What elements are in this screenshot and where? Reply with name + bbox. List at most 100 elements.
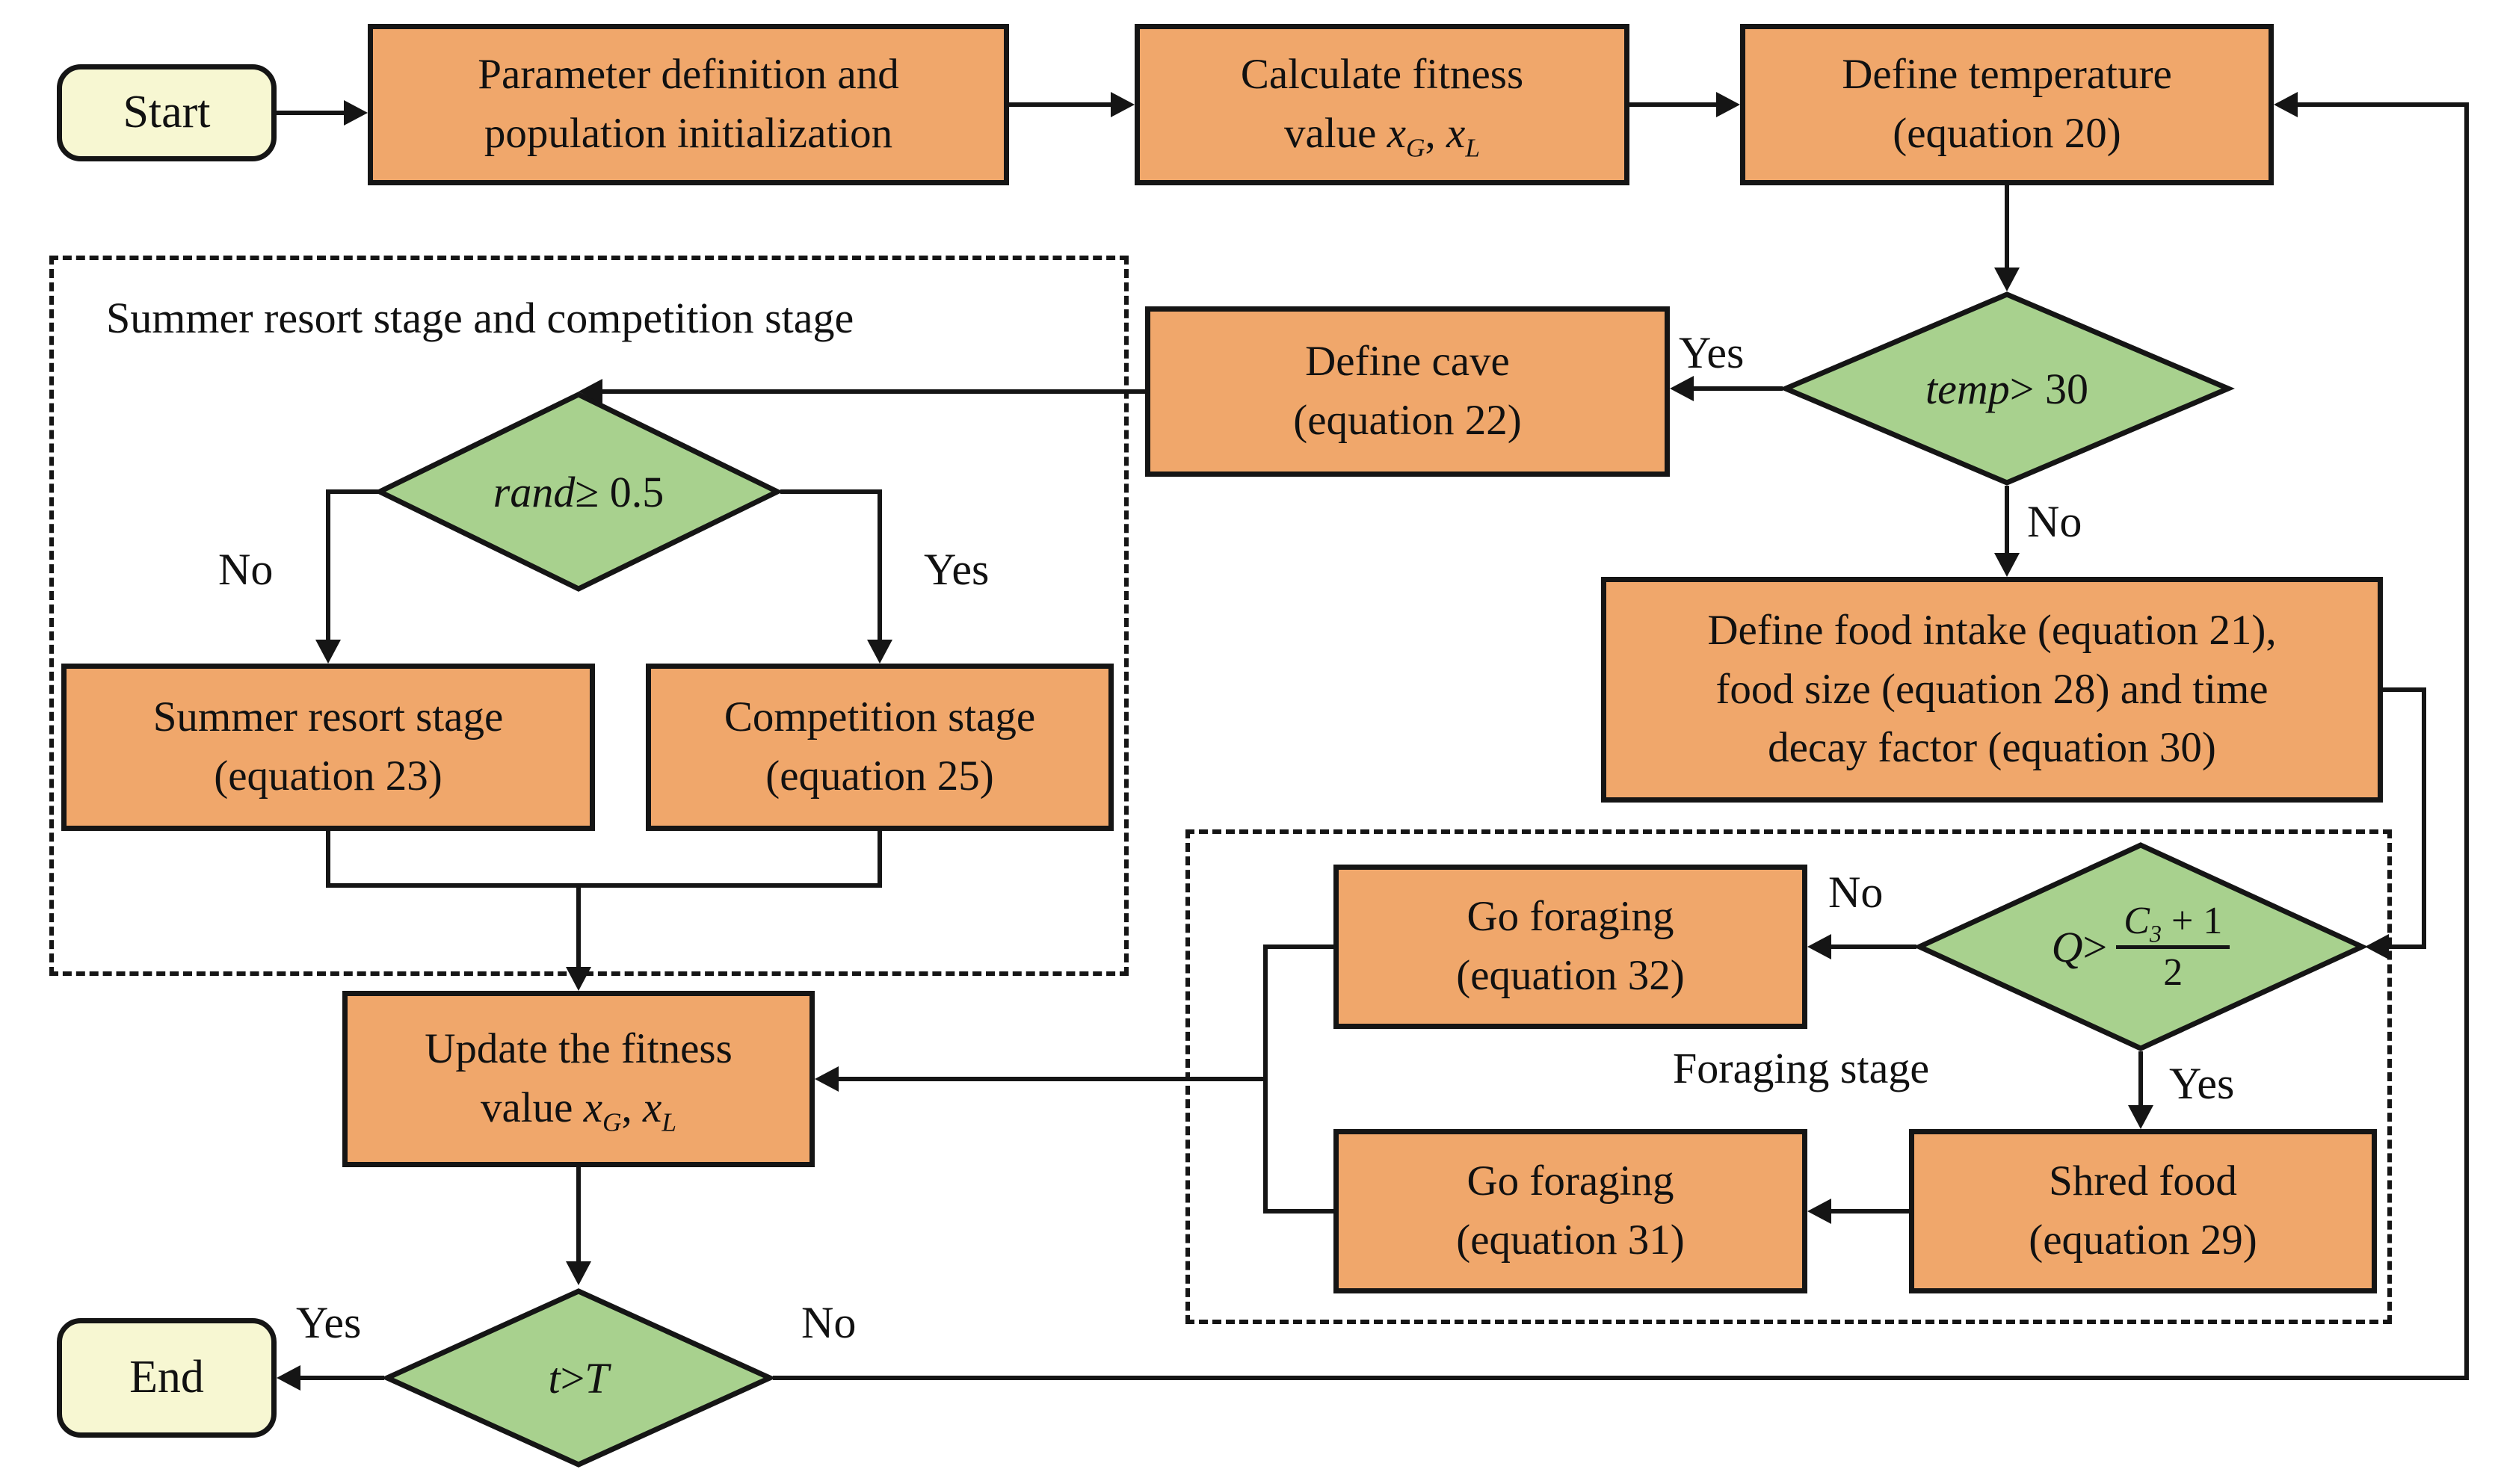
update-fitness-node: Update the fitness value xG, xL	[342, 991, 815, 1167]
edge-food-q-v	[2422, 687, 2426, 949]
edge-loop-right-v	[2464, 102, 2469, 1380]
shred-food-line2: (equation 29)	[2029, 1216, 2257, 1264]
arrowhead-update-tdecision	[566, 1261, 591, 1285]
calc-x-local: x	[1446, 110, 1466, 157]
edge-tempno-food	[2005, 486, 2009, 554]
label-no-forage32: No	[1828, 868, 1884, 917]
edge-shred-forage31	[1830, 1209, 1909, 1214]
go-foraging-32-line2: (equation 32)	[1456, 952, 1685, 999]
define-temperature-line1: Define temperature	[1842, 51, 2172, 99]
label-yes-end: Yes	[296, 1298, 362, 1347]
edge-qno-forage32	[1830, 944, 1916, 949]
define-cave-line2: (equation 22)	[1293, 397, 1522, 444]
define-temperature-line2: (equation 20)	[1893, 110, 2121, 157]
calc-sub-l: L	[1465, 133, 1480, 163]
edge-competition-merge	[878, 831, 882, 888]
arrowhead-food-q	[2365, 934, 2389, 959]
edge-calc-temp	[1629, 102, 1719, 107]
update-x-global: x	[583, 1084, 602, 1131]
arrowhead-bracket-update	[815, 1066, 839, 1092]
arrowhead-qyes-shred	[2128, 1105, 2153, 1129]
edge-cave-rand	[601, 389, 1145, 394]
update-fitness-line2: value xG, xL	[481, 1079, 676, 1138]
temp-var: temp	[1925, 364, 2010, 413]
update-fitness-line1: Update the fitness	[425, 1025, 733, 1073]
rand-decision-label: rand ≥ 0.5	[377, 392, 780, 592]
summer-competition-stage-title: Summer resort stage and competition stag…	[106, 294, 854, 342]
calculate-fitness-line1: Calculate fitness	[1240, 51, 1524, 99]
calc-separator: ,	[1425, 110, 1447, 157]
define-food-intake-node: Define food intake (equation 21), food s…	[1601, 577, 2383, 803]
edge-randyes-h	[780, 489, 882, 494]
edge-forage32-bracket	[1263, 944, 1333, 949]
q-fraction-numerator: C3 + 1	[2116, 899, 2230, 949]
q-numerator-rest: + 1	[2162, 899, 2223, 942]
define-temperature-node: Define temperature (equation 20)	[1740, 24, 2274, 185]
edge-update-tdecision	[576, 1167, 581, 1263]
label-yes-competition: Yes	[924, 545, 990, 594]
update-value-text: value	[481, 1084, 584, 1131]
edge-summer-merge	[326, 831, 330, 888]
edge-qyes-shred	[2138, 1051, 2143, 1107]
shred-food-line1: Shred food	[2049, 1157, 2237, 1205]
start-label: Start	[123, 87, 211, 138]
go-foraging-32-line1: Go foraging	[1467, 893, 1674, 941]
arrowhead-randno-summer	[315, 640, 341, 664]
t-var: t	[548, 1353, 561, 1403]
arrowhead-tyes-end	[277, 1365, 300, 1391]
edge-param-calc	[1009, 102, 1114, 107]
t-max-var: T	[585, 1353, 609, 1403]
arrowhead-qno-forage32	[1807, 934, 1831, 959]
parameter-definition-line2: population initialization	[484, 110, 893, 157]
foraging-stage-title: Foraging stage	[1673, 1044, 1930, 1092]
calc-sub-g: G	[1406, 133, 1425, 163]
edge-merge-update	[576, 883, 581, 967]
t-decision-label: t > T	[384, 1288, 773, 1468]
label-yes-cave: Yes	[1679, 328, 1745, 377]
arrowhead-start-param	[344, 100, 368, 126]
arrowhead-randyes-competition	[867, 640, 892, 664]
competition-line1: Competition stage	[724, 693, 1036, 741]
parameter-definition-line1: Parameter definition and	[478, 51, 899, 99]
q-var: Q	[2051, 922, 2083, 971]
arrowhead-temp-decision	[1994, 268, 2020, 291]
arrowhead-calc-temp	[1716, 92, 1740, 117]
temp-condition: > 30	[2009, 364, 2088, 413]
edge-merge-h	[326, 883, 882, 888]
q-fraction-denominator: 2	[2163, 950, 2183, 994]
arrowhead-loop-temp	[2274, 92, 2298, 117]
edge-tyes-end	[299, 1376, 384, 1380]
edge-food-q-h1	[2383, 687, 2426, 692]
edge-randno-v	[326, 489, 330, 643]
edge-loop-top-h	[2296, 102, 2469, 107]
temp-decision-diamond	[1779, 291, 2235, 486]
t-decision-diamond	[380, 1288, 777, 1468]
q-c-subscript: 3	[2149, 919, 2162, 947]
define-food-line2: food size (equation 28) and time	[1715, 665, 2269, 713]
q-c-var: C	[2124, 899, 2150, 942]
label-no-summer: No	[218, 545, 274, 594]
start-node: Start	[57, 64, 277, 161]
label-no-food: No	[2027, 497, 2082, 546]
go-foraging-31-line2: (equation 31)	[1456, 1216, 1685, 1264]
define-food-line3: decay factor (equation 30)	[1768, 724, 2216, 772]
edge-start-param	[277, 111, 348, 115]
competition-line2: (equation 25)	[765, 752, 994, 800]
go-foraging-31-line1: Go foraging	[1467, 1157, 1674, 1205]
go-foraging-31-node: Go foraging (equation 31)	[1333, 1129, 1807, 1293]
define-cave-node: Define cave (equation 22)	[1145, 306, 1670, 477]
rand-decision-diamond	[374, 392, 783, 592]
competition-stage-node: Competition stage (equation 25)	[646, 664, 1114, 831]
calc-value-text: value	[1284, 110, 1387, 157]
q-operator: >	[2082, 922, 2108, 971]
arrowhead-tempno-food	[1994, 553, 2020, 577]
edge-food-q-h2	[2387, 944, 2426, 949]
go-foraging-32-node: Go foraging (equation 32)	[1333, 865, 1807, 1029]
summer-resort-stage-node: Summer resort stage (equation 23)	[61, 664, 595, 831]
label-yes-shred: Yes	[2169, 1059, 2235, 1108]
parameter-definition-node: Parameter definition and population init…	[368, 24, 1009, 185]
edge-tno-loop-bottom	[773, 1376, 2469, 1380]
